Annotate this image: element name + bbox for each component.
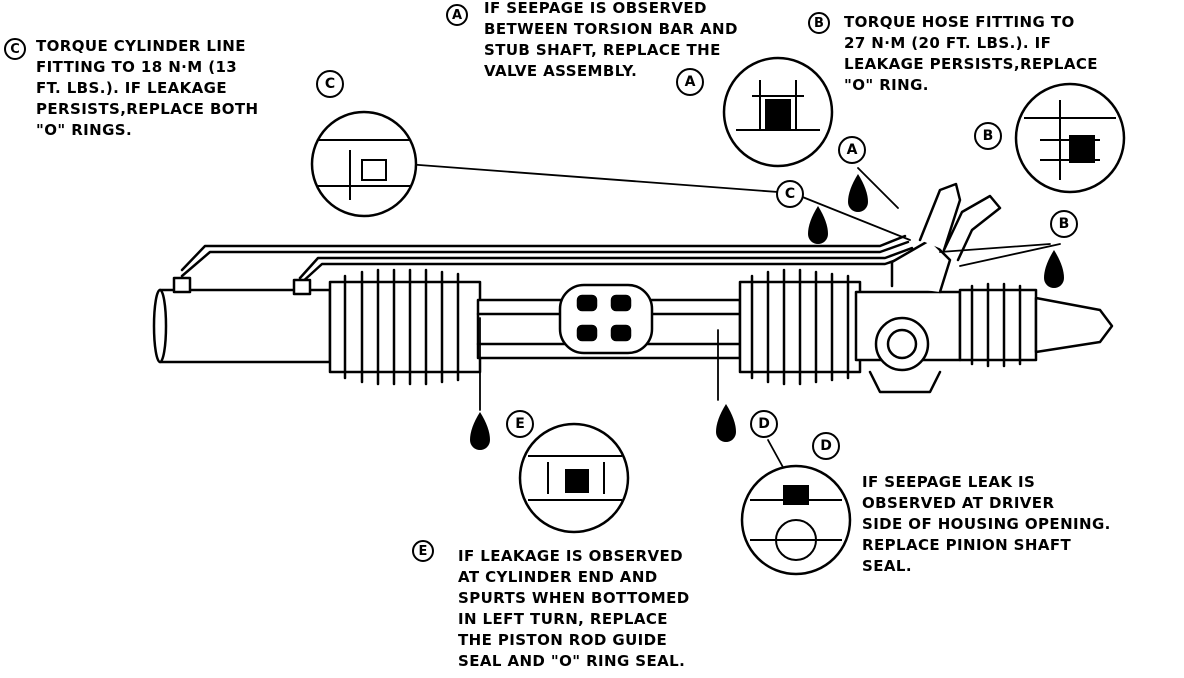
callout-b-pointer: B bbox=[1050, 210, 1078, 238]
note-e-line: IF LEAKAGE IS OBSERVED bbox=[458, 547, 683, 565]
drop-c bbox=[808, 206, 828, 244]
note-c-line: FT. LBS.). IF LEAKAGE bbox=[36, 79, 228, 97]
note-b-line: "O" RING. bbox=[844, 76, 929, 94]
left-housing-tube bbox=[152, 276, 332, 364]
leak-drops bbox=[470, 174, 1064, 450]
inset-details bbox=[318, 80, 1116, 561]
left-boot bbox=[328, 268, 482, 386]
note-b-badge: B bbox=[808, 12, 830, 34]
note-b-line: 27 N·m (20 FT. LBS.). IF bbox=[844, 34, 1052, 52]
note-b-text: TORQUE HOSE FITTING TO 27 N·m (20 FT. LB… bbox=[844, 12, 1098, 96]
callout-a-after-text: A bbox=[676, 68, 704, 96]
note-e-line: SPURTS WHEN BOTTOMED bbox=[458, 589, 690, 607]
valve-housing bbox=[854, 238, 962, 394]
note-c-line: FITTING TO 18 N·m (13 bbox=[36, 58, 238, 76]
note-d-line: OBSERVED AT DRIVER bbox=[862, 494, 1055, 512]
note-e-line: AT CYLINDER END AND bbox=[458, 568, 658, 586]
note-c-badge: C bbox=[4, 38, 26, 60]
pressure-hoses bbox=[918, 182, 1002, 262]
inset-c-circle bbox=[310, 110, 418, 218]
note-b-line: LEAKAGE PERSISTS,REPLACE bbox=[844, 55, 1098, 73]
callout-b-inset: B bbox=[974, 122, 1002, 150]
note-a-text: IF SEEPAGE IS OBSERVED BETWEEN TORSION B… bbox=[484, 0, 738, 82]
note-a-line: STUB SHAFT, REPLACE THE bbox=[484, 41, 721, 59]
note-d-line: REPLACE PINION SHAFT bbox=[862, 536, 1072, 554]
callout-a-detail: A bbox=[838, 136, 866, 164]
note-c-text: TORQUE CYLINDER LINE FITTING TO 18 N·m (… bbox=[36, 36, 259, 141]
note-a-line: VALVE ASSEMBLY. bbox=[484, 62, 638, 80]
cylinder-lines bbox=[180, 234, 916, 286]
callout-d-inset: D bbox=[750, 410, 778, 438]
callout-e-inset: E bbox=[506, 410, 534, 438]
note-e-text: IF LEAKAGE IS OBSERVED AT CYLINDER END A… bbox=[458, 546, 690, 672]
drop-a bbox=[848, 174, 868, 212]
note-b-line: TORQUE HOSE FITTING TO bbox=[844, 13, 1075, 31]
drop-b bbox=[1044, 250, 1064, 288]
center-rack-housing bbox=[476, 283, 742, 360]
note-d-text: IF SEEPAGE LEAK IS OBSERVED AT DRIVER SI… bbox=[862, 472, 1111, 577]
drop-d bbox=[716, 404, 736, 442]
note-a-badge: A bbox=[446, 4, 468, 26]
note-e-line: SEAL AND "O" RING SEAL. bbox=[458, 652, 686, 670]
note-e-line: IN LEFT TURN, REPLACE bbox=[458, 610, 668, 628]
note-a-line: IF SEEPAGE IS OBSERVED bbox=[484, 0, 707, 17]
callout-c-inset: C bbox=[316, 70, 344, 98]
note-c-line: TORQUE CYLINDER LINE bbox=[36, 37, 246, 55]
note-d-line: SIDE OF HOUSING OPENING. bbox=[862, 515, 1111, 533]
note-e-badge: E bbox=[412, 540, 434, 562]
note-e-line: THE PISTON ROD GUIDE bbox=[458, 631, 668, 649]
right-housing-and-tie-rod bbox=[958, 282, 1114, 368]
drop-e bbox=[470, 412, 490, 450]
note-d-line: IF SEEPAGE LEAK IS bbox=[862, 473, 1036, 491]
right-boot bbox=[738, 268, 862, 386]
callout-c-pointer: C bbox=[776, 180, 804, 208]
note-d-line: SEAL. bbox=[862, 557, 912, 575]
callout-d-pointer: D bbox=[812, 432, 840, 460]
note-c-line: PERSISTS,REPLACE BOTH bbox=[36, 100, 259, 118]
note-a-line: BETWEEN TORSION BAR AND bbox=[484, 20, 738, 38]
note-c-line: "O" RINGS. bbox=[36, 121, 133, 139]
